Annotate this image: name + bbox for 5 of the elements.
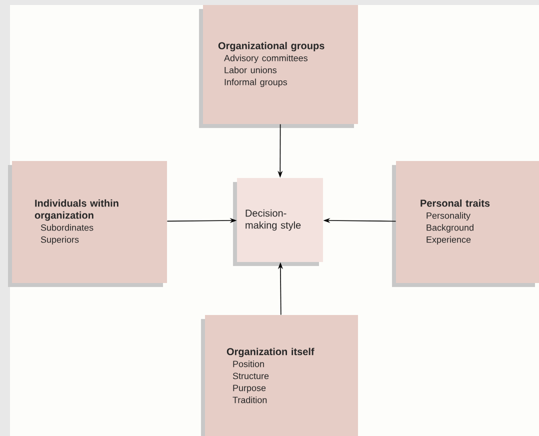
factor-box: Organization itself Position Structure Purpose Tradition (201, 314, 358, 436)
factor-box: Personal traits Personality Background Experience (392, 161, 539, 287)
decision-box: Decision-making style (233, 178, 323, 266)
factor-box: Individuals within organization Subordinates Superiors (8, 161, 167, 287)
factor-box: Organizational groups Advisory committees Labor unions Informal groups (199, 5, 358, 128)
